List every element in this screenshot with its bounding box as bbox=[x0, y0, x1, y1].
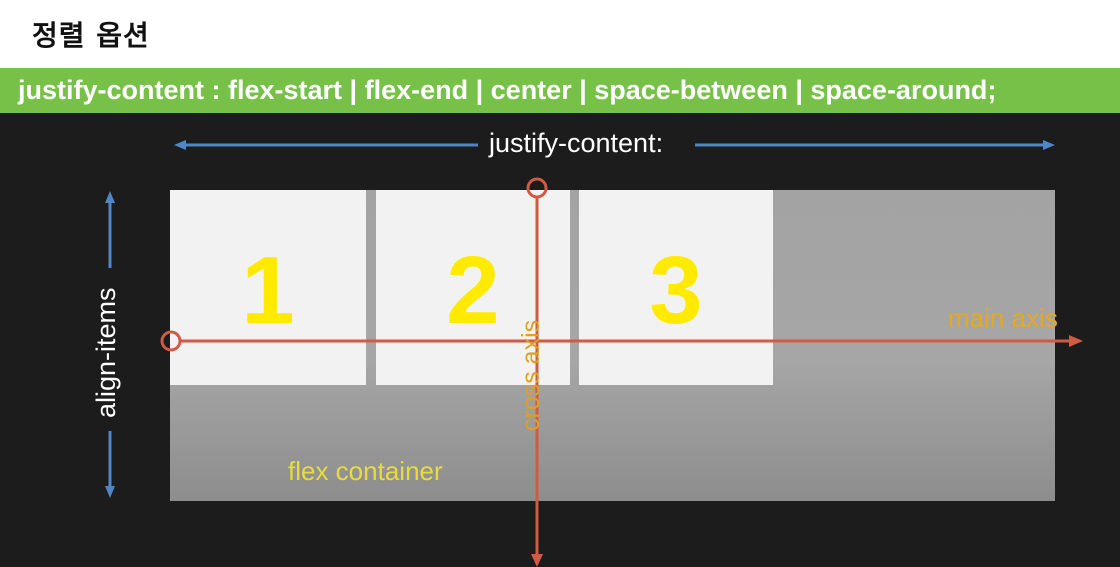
main-axis-label: main axis bbox=[948, 303, 1058, 333]
main-axis-arrow bbox=[160, 330, 1083, 352]
justify-content-label: justify-content: bbox=[489, 128, 664, 158]
item-number: 2 bbox=[446, 237, 500, 344]
code-line: justify-content : flex-start | flex-end … bbox=[18, 75, 997, 105]
item-number: 3 bbox=[649, 237, 703, 344]
align-items-label: align-items bbox=[91, 287, 121, 418]
justify-guide-arrow bbox=[174, 140, 1055, 150]
flex-diagram: 1 2 3 flex container bbox=[0, 113, 1120, 567]
cross-axis-arrow bbox=[526, 177, 548, 567]
title-area: 정렬 옵션 bbox=[0, 0, 1120, 68]
slide-title: 정렬 옵션 bbox=[32, 19, 150, 52]
align-guide-arrow bbox=[105, 191, 115, 498]
cross-axis-label: cross axis bbox=[517, 319, 545, 431]
flex-item-3: 3 bbox=[579, 190, 773, 385]
code-banner: justify-content : flex-start | flex-end … bbox=[0, 68, 1120, 113]
flex-container-label: flex container bbox=[288, 456, 443, 486]
flex-item-1: 1 bbox=[170, 190, 366, 385]
axis-overlay bbox=[105, 140, 1083, 567]
item-number: 1 bbox=[241, 237, 295, 344]
